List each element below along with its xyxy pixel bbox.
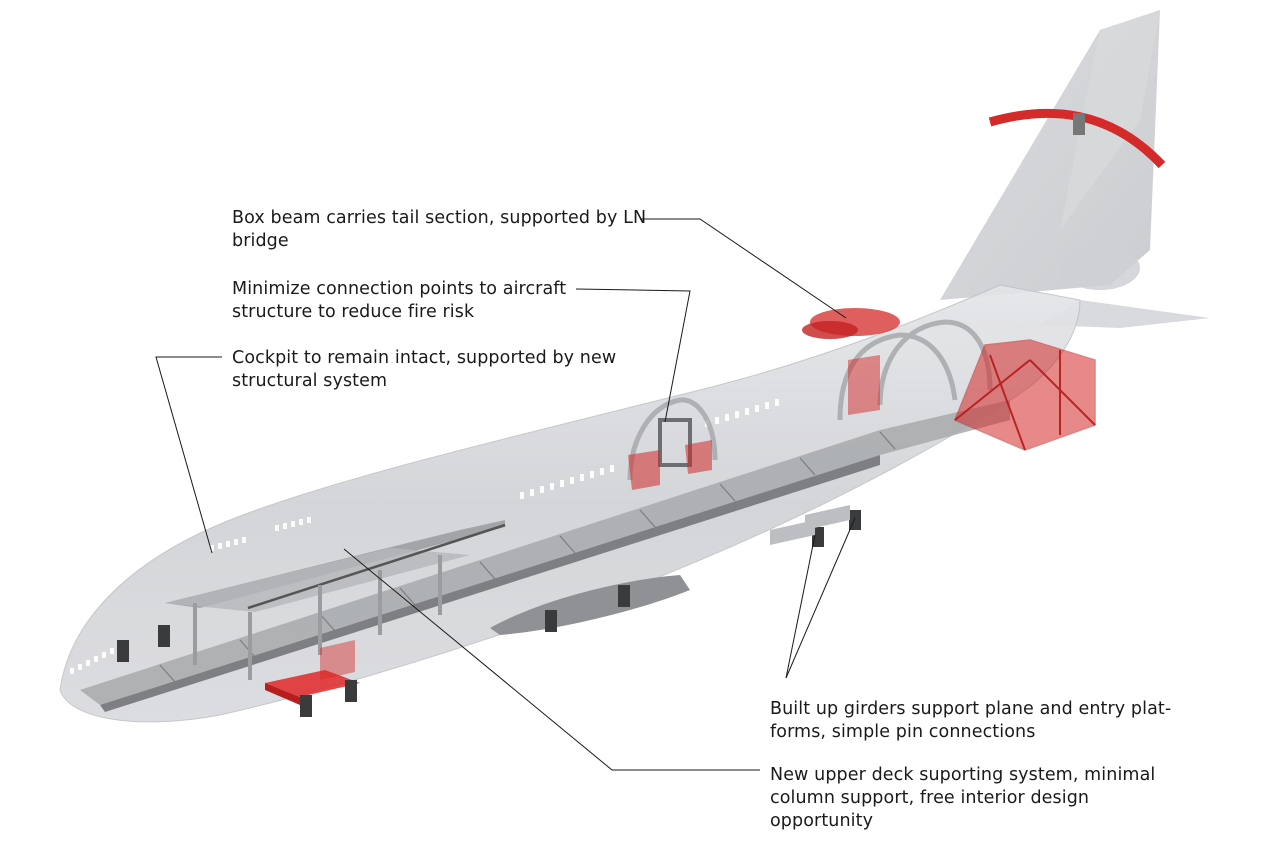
annotation-line: Box beam carries tail section, supported… xyxy=(232,208,647,228)
fuselage xyxy=(59,284,1081,723)
annotation-girders: Built up girders support plane and entry… xyxy=(770,698,1171,744)
wing-fairing xyxy=(490,575,690,635)
leader-line-cockpit xyxy=(155,356,222,554)
red-tail-support-truss xyxy=(848,339,1096,451)
annotation-line: Cockpit to remain intact, supported by n… xyxy=(232,348,617,368)
annotation-line: Built up girders support plane and entry… xyxy=(770,699,1172,719)
annotation-line: bridge xyxy=(232,231,289,251)
leader-line-girders-1 xyxy=(785,534,816,679)
red-entry-platform-mid xyxy=(628,440,712,490)
leader-line-upper-deck xyxy=(343,548,760,771)
leader-lines xyxy=(155,218,856,771)
annotation-line: Minimize connection points to aircraft xyxy=(232,279,567,299)
annotation-line: New upper deck suporting system, minimal xyxy=(770,765,1156,785)
upper-deck-frame xyxy=(165,520,506,680)
window-row xyxy=(70,399,779,674)
annotation-line: forms, simple pin connections xyxy=(770,722,1036,742)
girder-cylinders xyxy=(770,505,850,545)
leader-line-girders-2 xyxy=(785,517,856,679)
annotation-line: structure to reduce fire risk xyxy=(232,302,475,322)
annotation-upper-deck: New upper deck suporting system, minimal… xyxy=(770,764,1155,833)
main-deck-structure xyxy=(80,400,1010,712)
annotation-tail-box-beam: Box beam carries tail section, supported… xyxy=(232,207,646,253)
vertical-tail xyxy=(940,10,1210,328)
entry-door-frame xyxy=(658,418,692,467)
annotation-line: opportunity xyxy=(770,811,874,831)
annotation-line: column support, free interior design xyxy=(770,788,1090,808)
red-box-beam xyxy=(802,308,900,339)
red-entry-platform-front xyxy=(265,640,360,705)
leader-line-tail xyxy=(640,218,847,319)
annotation-cockpit: Cockpit to remain intact, supported by n… xyxy=(232,347,616,393)
leader-line-connection xyxy=(575,288,691,423)
annotation-connection-points: Minimize connection points to aircraft s… xyxy=(232,278,566,324)
tail-clamp-fitting xyxy=(1073,113,1085,135)
annotation-line: structural system xyxy=(232,371,388,391)
